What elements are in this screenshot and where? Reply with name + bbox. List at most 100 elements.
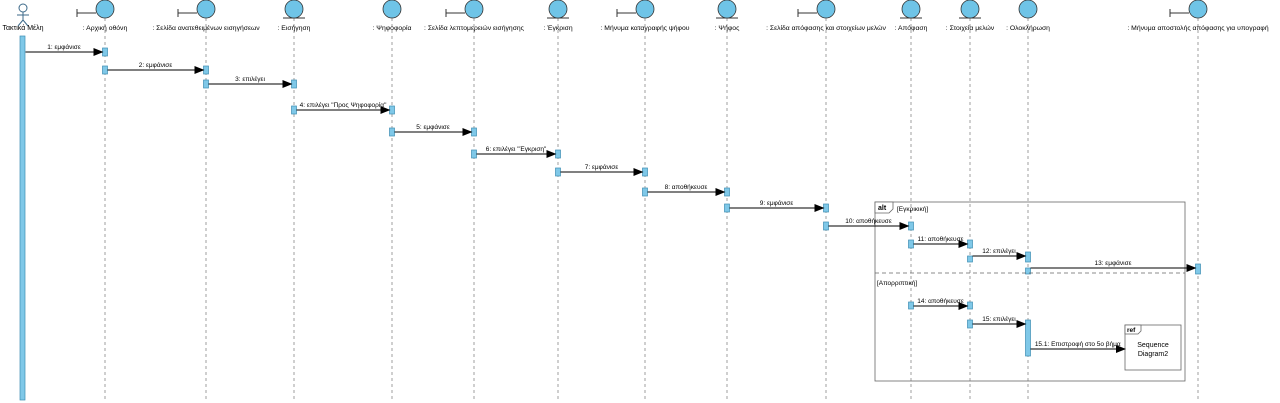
ref-line-2: Diagram2 xyxy=(1138,351,1168,358)
activation-bar xyxy=(967,239,973,249)
activation-bar xyxy=(203,79,209,89)
lifeline-label-l13: : Μήνυμα αποστολής απόφασης για υπογραφή xyxy=(1127,24,1268,32)
lifeline-head-l4 xyxy=(382,0,402,19)
lifeline-label-l11: : Στοιχεία μελών xyxy=(946,24,995,32)
activation-bar xyxy=(908,301,914,310)
lifeline-label-l5: : Σελίδα λεπτομερειών εισήγησης xyxy=(424,24,525,32)
lifeline-l13: : Μήνυμα αποστολής απόφασης για υπογραφή xyxy=(1127,0,1269,400)
alt-guard-approve: [Εγκρικική] xyxy=(897,206,928,213)
message-5: 5: εμφάνισε xyxy=(394,123,473,136)
activation-bar xyxy=(389,105,395,115)
activation-bar xyxy=(102,47,108,57)
lifeline-l11: : Στοιχεία μελών xyxy=(946,0,995,400)
lifeline-l8: : Ψήφος xyxy=(715,0,740,400)
message-label: 15.1: Επιστροφή στο 5ο βήμα xyxy=(1035,341,1121,348)
lifeline-l4: : Ψηφοφορία xyxy=(373,0,412,400)
activation-bar xyxy=(724,203,730,213)
alt-operator-label: alt xyxy=(878,205,887,212)
activation-bar xyxy=(1195,263,1201,275)
message-6: 6: επιλέγει "Έγκριση" xyxy=(476,145,557,158)
message-7: 7: εμφάνισε xyxy=(560,163,644,176)
lifeline-l7: : Μήνυμα καταγραφής ψήφου xyxy=(601,0,690,400)
activation-bar xyxy=(642,167,648,177)
lifeline-head-l11 xyxy=(960,0,980,19)
message-label: 1: εμφάνισε xyxy=(47,43,81,51)
actor-activation-bar xyxy=(19,35,26,401)
activation-bar xyxy=(1025,319,1031,357)
lifeline-head-l2 xyxy=(196,0,216,19)
activation-bar xyxy=(471,149,477,159)
activation-bar xyxy=(389,127,395,137)
ref-tag: ref xyxy=(1127,327,1136,334)
message-label: 11: αποθήκευσε xyxy=(918,236,964,243)
lifeline-head-l9 xyxy=(816,0,836,19)
lifeline-l1: : Αρχική οθόνη xyxy=(76,0,128,400)
message-15: 15: επιλέγει xyxy=(972,315,1027,328)
ref-line-1: Sequence xyxy=(1137,342,1169,349)
message-label: 8: αποθήκευσε xyxy=(665,184,708,191)
lifeline-head-l1 xyxy=(95,0,115,19)
message-3: 3: επιλέγει xyxy=(208,75,293,88)
lifeline-label-l10: : Απόφαση xyxy=(895,24,928,32)
message-label: 10: αποθήκευσε xyxy=(845,218,892,225)
lifeline-label-l1: : Αρχική οθόνη xyxy=(83,24,128,32)
message-8: 8: αποθήκευσε xyxy=(647,184,726,196)
lifeline-label-l6: : Έγκριση xyxy=(543,25,572,32)
lifeline-label-l8: : Ψήφος xyxy=(715,25,740,32)
lifeline-head-l8 xyxy=(717,0,737,19)
activation-bar xyxy=(1025,267,1031,275)
actor-figure xyxy=(17,3,29,27)
lifeline-label-l2: : Σελίδα ανατεθειμένων εισηγήσεων xyxy=(152,24,260,32)
activation-bar xyxy=(908,221,914,231)
message-4: 4: επιλέγει "Προς Ψηφοφορία" xyxy=(296,101,391,114)
message-9: 9: εμφάνισε xyxy=(729,199,825,212)
alt-fragment: alt [Εγκρικική] [Απορριπτική] xyxy=(874,201,1186,382)
message-label: 7: εμφάνισε xyxy=(585,163,619,171)
activation-bar xyxy=(967,319,973,329)
activation-bar xyxy=(823,221,829,231)
activation-bar xyxy=(724,187,730,197)
ref-interaction-use: ref Sequence Diagram2 xyxy=(1124,324,1182,371)
lifeline-label-l9: : Σελίδα απόφασης και στοιχείων μελών xyxy=(766,24,886,32)
message-2: 2: εμφάνισε xyxy=(107,61,205,74)
message-label: 2: εμφάνισε xyxy=(139,61,173,69)
message-label: 5: εμφάνισε xyxy=(416,123,450,131)
lifeline-label-l7: : Μήνυμα καταγραφής ψήφου xyxy=(601,25,690,32)
lifeline-l10: : Απόφαση xyxy=(895,0,928,400)
message-11: 11: αποθήκευσε xyxy=(913,236,969,248)
lifeline-label-l12: : Ολοκλήρωση xyxy=(1006,25,1050,32)
activation-bar xyxy=(823,203,829,213)
message-label: 15: επιλέγει xyxy=(982,315,1016,323)
message-12: 12: επιλέγει xyxy=(972,247,1027,260)
activation-bar xyxy=(555,167,561,177)
lifeline-head-l10 xyxy=(901,0,921,19)
lifeline-l5: : Σελίδα λεπτομερειών εισήγησης xyxy=(424,0,525,400)
activation-bar xyxy=(291,79,297,89)
lifeline-l9: : Σελίδα απόφασης και στοιχείων μελών xyxy=(766,0,886,400)
lifeline-head-l5 xyxy=(464,0,484,19)
lifeline-head-l13 xyxy=(1188,0,1208,19)
message-10: 10: αποθήκευσε xyxy=(828,218,910,230)
activation-bar xyxy=(102,65,108,75)
message-16: 15.1: Επιστροφή στο 5ο βήμα xyxy=(1030,341,1126,353)
message-label: 9: εμφάνισε xyxy=(760,199,794,207)
lifeline-head-l12 xyxy=(1018,0,1038,19)
message-13: 13: εμφάνισε xyxy=(1030,259,1197,272)
activation-bar xyxy=(203,65,209,75)
activation-bar xyxy=(1025,251,1031,263)
lifeline-head-l3 xyxy=(284,0,304,19)
activation-bar xyxy=(642,187,648,197)
message-label: 3: επιλέγει xyxy=(235,75,265,83)
lifeline-label-l4: : Ψηφοφορία xyxy=(373,24,412,32)
message-label: 6: επιλέγει "Έγκριση" xyxy=(486,145,547,153)
lifeline-l3: : Εισήγηση xyxy=(278,0,311,400)
activation-bar xyxy=(967,255,973,263)
lifeline-head-l6 xyxy=(548,0,568,19)
activation-bar xyxy=(471,127,477,137)
message-label: 12: επιλέγει xyxy=(982,247,1016,255)
message-label: 4: επιλέγει "Προς Ψηφοφορία" xyxy=(300,101,387,109)
lifeline-l6: : Έγκριση xyxy=(543,0,573,400)
alt-guard-reject: [Απορριπτική] xyxy=(877,280,917,287)
lifeline-head-l7 xyxy=(635,0,655,19)
